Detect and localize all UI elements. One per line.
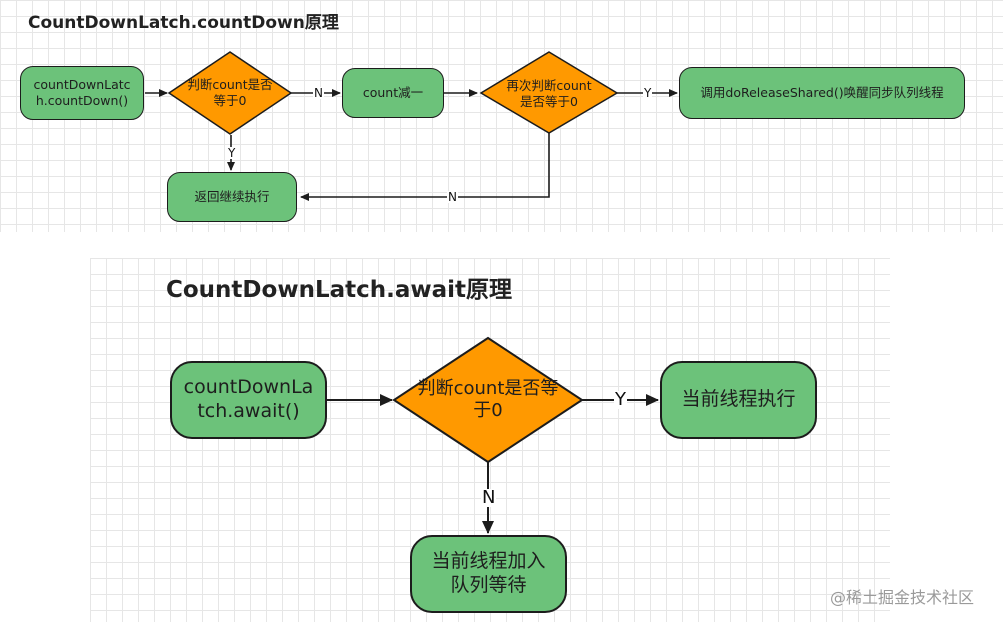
edge-label-await-no: N (481, 487, 497, 508)
countdown-diagram-panel: CountDownLatch.countDown原理 countDownLatc… (0, 0, 1003, 232)
edge-label-recheck-yes: Y (643, 86, 653, 100)
watermark: @稀土掘金技术社区 (830, 588, 975, 607)
node-await-enqueue: 当前线程加入队列等待 (410, 535, 567, 613)
node-return-label: 返回继续执行 (194, 189, 270, 205)
node-decrement-label: count减一 (362, 85, 424, 101)
countdown-diagram-title: CountDownLatch.countDown原理 (28, 13, 339, 33)
node-await-start-label: countDownLatch.await() (183, 376, 314, 422)
node-release-shared-label: 调用doReleaseShared()唤醒同步队列线程 (700, 85, 944, 101)
node-await-start: countDownLatch.await() (170, 361, 327, 439)
node-countdown-start: countDownLatch.countDown() (20, 66, 144, 120)
node-await-run-label: 当前线程执行 (681, 388, 796, 411)
node-await-run: 当前线程执行 (660, 361, 817, 439)
edge-label-recheck-no: N (447, 190, 458, 204)
edge-recheck-to-return (300, 132, 550, 201)
decision-await-check-zero-shape (392, 336, 584, 464)
await-diagram-title: CountDownLatch.await原理 (166, 277, 513, 303)
node-release-shared: 调用doReleaseShared()唤醒同步队列线程 (679, 67, 965, 119)
edge-label-check-no: N (313, 86, 324, 100)
node-decrement: count减一 (342, 68, 444, 118)
edge-label-check-yes: Y (227, 146, 237, 160)
node-await-enqueue-label: 当前线程加入队列等待 (431, 550, 546, 596)
decision-recheck-zero-shape (479, 51, 619, 134)
node-countdown-start-label: countDownLatch.countDown() (33, 77, 131, 108)
await-diagram-panel: CountDownLatch.await原理 countDownLatch.aw… (90, 258, 890, 622)
edge-label-await-yes: Y (614, 389, 627, 410)
node-return: 返回继续执行 (167, 172, 297, 222)
decision-check-zero-shape (167, 51, 293, 135)
